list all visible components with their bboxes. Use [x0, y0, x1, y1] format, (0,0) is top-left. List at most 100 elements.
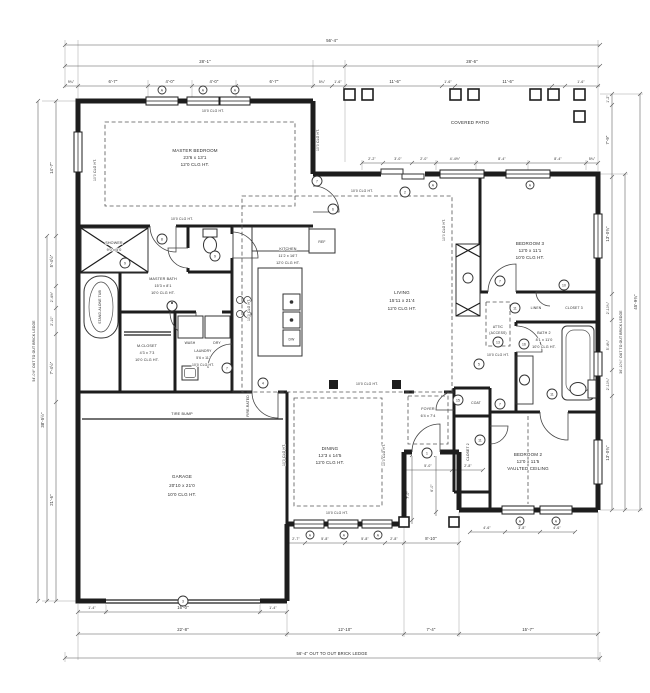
master-bath-label: MASTER BATH: [149, 277, 177, 281]
master-bedroom-label: MASTER BEDROOM: [172, 148, 217, 153]
master-bath-size: 15'3 x 8'1: [154, 284, 171, 288]
windows: [73, 96, 603, 529]
clg-note-6: 10'0 CLG HT.: [247, 299, 251, 321]
patio-slider-door: [380, 168, 425, 180]
window-tag-a6: A: [305, 530, 315, 540]
dim-right-1: 7'-9": [605, 135, 610, 144]
laundry-size: 5'6 x 11': [196, 356, 210, 360]
tub-label: STAND-ALONE TUB: [98, 290, 102, 324]
svg-text:A: A: [529, 183, 532, 187]
svg-text:9: 9: [214, 255, 216, 259]
bedroom2-label: BEDROOM 2: [514, 452, 543, 457]
dim-porch: 8'-10": [425, 536, 437, 541]
dimension-text: 56'-4" 28'-1" 28'-6" 9¾" 6'-7" 4'-0" 4'-…: [31, 37, 639, 657]
dim-dinwin-1: 5'-8": [321, 537, 329, 541]
svg-text:7: 7: [316, 180, 318, 184]
door-tag-2: 2: [399, 186, 411, 198]
clg-note-9: 10'0 CLG HT.: [282, 444, 286, 466]
window-tag-a10: A: [551, 516, 561, 526]
bedroom3-label: BEDROOM 3: [516, 241, 545, 246]
stand-alone-tub: [83, 275, 119, 339]
living-clg: 12'0 CLG HT.: [388, 306, 417, 311]
dim-right-3: 2'-10¾": [606, 301, 610, 314]
window-tag-a2: A: [198, 85, 208, 95]
dim-top3-6: 1'-6": [334, 80, 342, 84]
foyer-label: FOYER: [421, 407, 435, 411]
shower-size: 9'0 x 5'0: [107, 248, 122, 252]
door-tag-11b: 11: [546, 388, 558, 400]
svg-text:A: A: [432, 183, 435, 187]
dim-right-5: 2'-10¾": [606, 377, 610, 390]
dishwasher-label: DW: [289, 338, 296, 342]
master-bedroom-clg: 12'0 CLG HT.: [181, 162, 210, 167]
dim-left-0: 14'-7": [49, 162, 54, 174]
dim-patio-5: 8'-4": [554, 157, 562, 161]
dim-left-5: 21'-6": [49, 494, 54, 506]
dim-patio-2: 2'-0": [420, 157, 428, 161]
clg-note-2: 10'0 CLG HT.: [93, 159, 97, 181]
door-tag-1: 1: [421, 447, 433, 459]
dim-entry-0: 5'-0": [424, 464, 432, 468]
linen-label: LINEN: [531, 306, 542, 310]
dim-left-outer: 54'-0½" OUT TO OUT BRICK LEDGE: [32, 320, 36, 382]
dim-top3-9: 11'-6": [502, 79, 514, 84]
bedroom3-size: 12'0 x 11'1: [519, 248, 542, 253]
mcloset-label: M.CLOSET: [137, 344, 158, 348]
dim-right-4: 5'-4¾": [606, 339, 610, 350]
svg-text:9: 9: [124, 262, 126, 266]
dim-patio-4: 8'-4": [498, 157, 506, 161]
svg-text:10: 10: [562, 284, 566, 288]
door-tag-6: 6: [327, 203, 339, 215]
dim-left-inner: 38'-5½": [40, 412, 45, 428]
dim-left-3: 2'-10": [50, 316, 54, 326]
door-tag-11a: 11: [509, 302, 521, 314]
master-toilet: [202, 228, 218, 254]
clg-note-11: 10'0 CLG HT.: [442, 219, 446, 241]
kitchen-label: KITCHEN: [279, 247, 296, 251]
window-tag-a9: A: [515, 516, 525, 526]
door-tag-8: 8: [156, 233, 168, 245]
dim-right-inner: 36'-10¾" OUT TO OUT BRICK LEDGE: [619, 310, 623, 374]
dim-top3-0: 9¾": [68, 80, 75, 84]
extension-lines: [42, 40, 643, 662]
dim-top-right: 28'-6": [466, 59, 478, 64]
utility-niche: [455, 243, 481, 317]
laundry-clg: 10'0 CLG HT.: [192, 363, 214, 367]
fire-rated-label: FIRE-RATED: [246, 395, 250, 417]
fixtures: [80, 226, 597, 604]
dryer-label: DRY: [213, 341, 221, 345]
svg-text:A: A: [202, 88, 205, 92]
dim-top3-7: 11'-6": [389, 79, 401, 84]
dim-bed2win-1: 3'-8": [518, 526, 526, 530]
dim-entry-1: 2'-8": [464, 464, 472, 468]
garage-label: GARAGE: [172, 474, 192, 479]
svg-text:11: 11: [478, 439, 482, 443]
door-tag-7d: 7: [221, 362, 233, 374]
svg-text:A: A: [234, 88, 237, 92]
svg-text:A: A: [161, 88, 164, 92]
dim-patio-0: 2'-2": [368, 157, 376, 161]
dim-bot-2: 7'-4": [426, 627, 435, 632]
dim-right-0: 1'-2": [606, 95, 610, 103]
shower: [80, 227, 149, 273]
foyer-size: 6'4 x 7'4: [421, 414, 436, 418]
dining-label: DINING: [322, 446, 339, 451]
clg-note-5: 10'0 CLG HT.: [351, 189, 373, 193]
dim-right-6: 13'-0¾": [605, 445, 610, 461]
structural-posts: [329, 380, 401, 389]
dim-dinwin-2: 5'-8": [361, 537, 369, 541]
mcloset-size: 4'3 x 7'3: [140, 351, 155, 355]
clg-note-1: 10'0 CLG HT.: [202, 109, 224, 113]
svg-text:2: 2: [404, 191, 406, 195]
dim-left-2: 2'-4½": [50, 291, 54, 302]
svg-text:A: A: [309, 533, 312, 537]
svg-text:13: 13: [496, 341, 500, 345]
clg-note-3: 10'0 CLG HT.: [171, 217, 193, 221]
kitchen-counters: [232, 226, 336, 393]
dim-bed2win-2: 4'-6": [553, 526, 561, 530]
dim-right-outer: 45'-9¾": [633, 294, 638, 310]
mcloset-clg: 10'0 CLG HT.: [135, 358, 159, 362]
dim-bot-1: 12'-10": [338, 627, 352, 632]
